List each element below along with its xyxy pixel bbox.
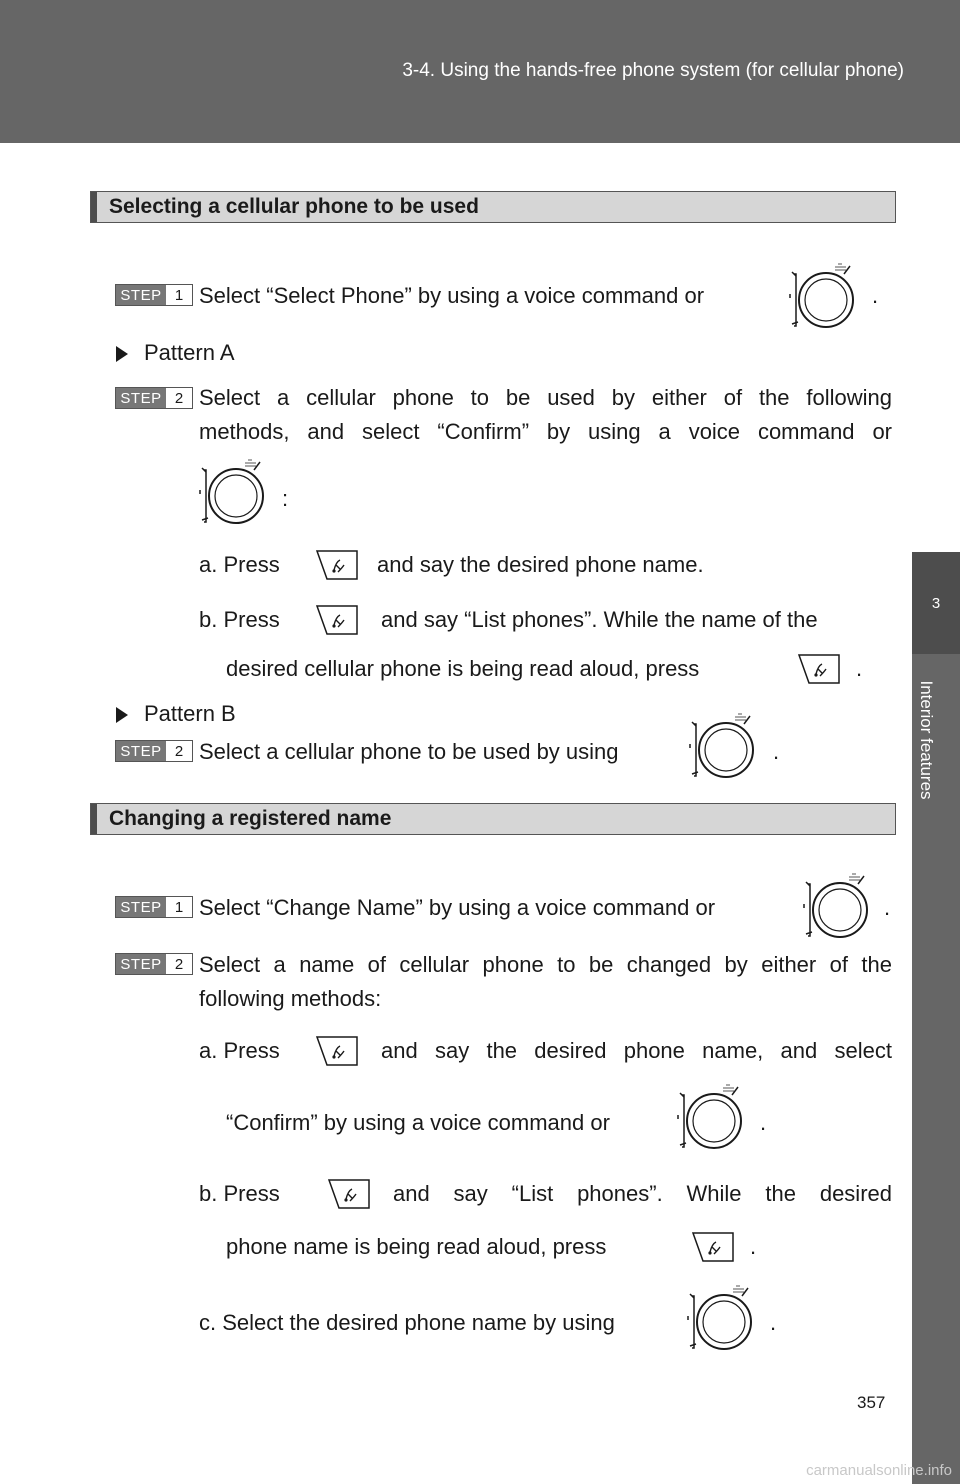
option-a-prefix: a. Press [199,552,280,577]
pattern-b-label: Pattern B [144,701,236,726]
step1-period: . [872,283,879,308]
step2a-colon: : [282,486,289,511]
header-band [0,0,960,143]
s2-option-b-prefix: b. Press [199,1181,280,1206]
talk-switch-icon [315,605,358,635]
talk-switch-icon [327,1179,370,1209]
step-word: STEP [116,954,166,974]
s2-step1-text: Select “Change Name” by using a voice co… [199,895,716,920]
step2a-line2: methods, and select “Confirm” by using a… [199,419,892,444]
side-strip [912,654,960,1484]
step-number: 2 [166,741,192,761]
option-b-period: . [856,656,863,681]
talk-switch-icon [797,654,840,684]
option-b-line2: desired cellular phone is being read alo… [226,656,700,681]
step-word: STEP [116,897,166,917]
tune-file-knob-icon [677,1084,742,1149]
step-badge: STEP 1 [115,284,193,306]
page-number: 357 [857,1393,886,1412]
s2-option-c-text: c. Select the desired phone name by usin… [199,1310,615,1335]
tune-file-knob-icon [803,873,868,938]
tune-file-knob-icon [689,713,754,778]
section-title-changing-name: Changing a registered name [90,803,896,835]
s2-option-a-suffix: and say the desired phone name, and sele… [381,1038,892,1063]
s2-step1-period: . [884,895,891,920]
s2-option-a-prefix: a. Press [199,1038,280,1063]
watermark: carmanualsonline.info [806,1462,952,1479]
talk-switch-icon [315,550,358,580]
chapter-number-tab: 3 [912,552,960,654]
step-number: 2 [166,954,192,974]
s2-option-b-suffix: and say “List phones”. While the desired [393,1181,892,1206]
s2-option-b-line2: phone name is being read aloud, press [226,1234,607,1259]
option-a-suffix: and say the desired phone name. [377,552,704,577]
step-number: 1 [166,285,192,305]
step2b-period: . [773,739,780,764]
step2a-line1: Select a cellular phone to be used by ei… [199,385,892,410]
tune-file-knob-icon [789,263,854,328]
step-badge: STEP 1 [115,896,193,918]
step-word: STEP [116,741,166,761]
s2-option-c-period: . [770,1310,777,1335]
pattern-arrow-icon [116,707,128,723]
section-title-selecting-phone: Selecting a cellular phone to be used [90,191,896,223]
s2-option-a-period: . [760,1110,767,1135]
step-number: 1 [166,897,192,917]
talk-switch-icon [315,1036,358,1066]
talk-switch-icon [691,1232,734,1262]
tune-file-knob-icon [687,1285,752,1350]
step-word: STEP [116,285,166,305]
s2-option-a-line2: “Confirm” by using a voice command or [226,1110,610,1135]
step2b-text: Select a cellular phone to be used by us… [199,739,619,764]
pattern-arrow-icon [116,346,128,362]
page-header-title: 3-4. Using the hands-free phone system (… [402,60,904,81]
option-b-suffix: and say “List phones”. While the name of… [381,607,818,632]
step-badge: STEP 2 [115,387,193,409]
tune-file-knob-icon [199,459,264,524]
pattern-a-label: Pattern A [144,340,235,365]
step-word: STEP [116,388,166,408]
step-badge: STEP 2 [115,740,193,762]
option-b-prefix: b. Press [199,607,280,632]
chapter-label: Interior features [917,680,936,800]
step-number: 2 [166,388,192,408]
s2-step2-line2: following methods: [199,986,382,1011]
s2-option-b-period: . [750,1234,757,1259]
step1-text: Select “Select Phone” by using a voice c… [199,283,705,308]
step-badge: STEP 2 [115,953,193,975]
s2-step2-line1: Select a name of cellular phone to be ch… [199,952,892,977]
